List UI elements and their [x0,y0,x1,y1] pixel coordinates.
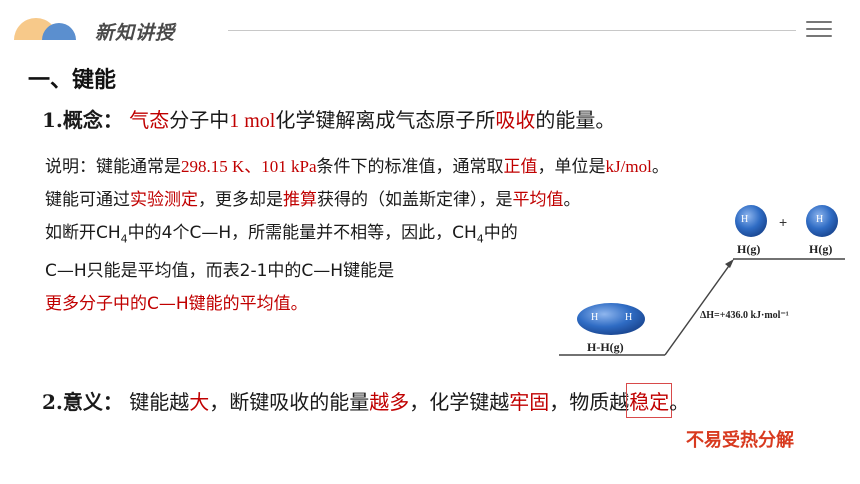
molecule-h2 [577,303,645,335]
meaning-text: ，断键吸收的能量 [209,390,370,414]
product-label-2: H(g) [809,242,832,256]
notes-text: 正值 [503,157,538,177]
notes-text: 如断开CH [45,223,121,243]
arrow-head [725,259,734,268]
notes-text: ，单位是 [537,157,606,177]
notes-text: 键能可通过 [45,190,130,210]
plus-sign: + [779,214,787,230]
notes-text: 推算 [283,190,317,210]
notes-line-5: 更多分子中的C—H键能的平均值。 [45,294,308,315]
notes-text: 。 [563,190,581,210]
concept-line: 1.概念： 气态分子中1 mol化学键解离成气态原子所吸收的能量。 [42,104,615,133]
atom-h2-label: H [816,214,823,225]
atom-h2 [806,205,838,237]
meaning-text: 。 [669,390,690,414]
section-title: 一、键能 [28,68,117,93]
meaning-text: 大 [189,390,210,414]
concept-label: 概念： [62,108,123,132]
notes-text: 实验测定 [130,190,198,210]
concept-text: 的能量。 [535,108,616,132]
header-divider [228,30,796,31]
notes-line-4: C—H只能是平均值，而表2-1中的C—H键能是 [45,261,395,282]
notes-text: 平均值 [512,190,564,210]
reactant-label: H-H(g) [587,340,624,354]
notes-subscript: 4 [476,232,484,246]
notes-text: kJ/mol [605,157,652,176]
concept-text: 气态 [129,108,170,132]
atom-h1-label: H [741,214,748,225]
meaning-text: 键能越 [129,390,190,414]
meaning-label-num: 2. [42,390,63,414]
notes-subscript: 4 [120,232,128,246]
notes-text: ，更多却是 [198,190,283,210]
header-title: 新知讲授 [95,22,176,44]
logo-icon [14,18,76,40]
meaning-text: 牢固 [509,390,550,414]
annotation-caption: 不易受热分解 [686,430,794,451]
atom-h1 [735,205,767,237]
concept-text: 化学键解离成气态原子所 [275,108,496,132]
notes-text: 获得的（如盖斯定律），是 [317,190,513,210]
concept-label-num: 1. [42,108,63,132]
notes-line-2: 键能可通过实验测定，更多却是推算获得的（如盖斯定律），是平均值。 [45,184,669,217]
energy-diagram: H + H H(g) H(g) H H H-H(g) ΔH=+436.0 kJ·… [559,205,845,356]
notes-text: 条件下的标准值，通常取 [316,157,504,177]
notes-line-3: 如断开CH4中的4个C—H，所需能量并不相等，因此，CH4中的 [45,217,669,255]
menu-icon[interactable] [806,21,832,41]
molecule-atom-1: H [591,312,598,323]
concept-text: 分子中 [169,108,230,132]
meaning-text: ，化学键越 [409,390,510,414]
meaning-text: ，物质越 [549,390,630,414]
concept-text: 吸收 [495,108,536,132]
notes-text: 。 [651,157,669,177]
concept-text: 1 mol [229,110,276,132]
product-label-1: H(g) [737,242,760,256]
energy-arrow [664,262,732,356]
notes-text: 中的4个C—H，所需能量并不相等，因此，CH [127,223,477,243]
meaning-line: 2.意义： 键能越大，断键吸收的能量越多，化学键越牢固，物质越稳定。 [42,383,690,418]
notes-line-1: 说明：键能通常是298.15 K、101 kPa条件下的标准值，通常取正值，单位… [45,150,669,184]
highlight-box: 稳定 [626,383,673,418]
meaning-text: 越多 [369,390,410,414]
notes-block: 说明：键能通常是298.15 K、101 kPa条件下的标准值，通常取正值，单位… [45,150,669,321]
delta-h-label: ΔH=+436.0 kJ·mol⁻¹ [700,310,789,321]
meaning-label: 意义： [62,390,123,414]
notes-text: 298.15 K、101 kPa [181,157,317,176]
notes-text: 说明：键能通常是 [45,157,181,177]
molecule-atom-2: H [625,312,632,323]
notes-text: 中的 [483,223,518,243]
